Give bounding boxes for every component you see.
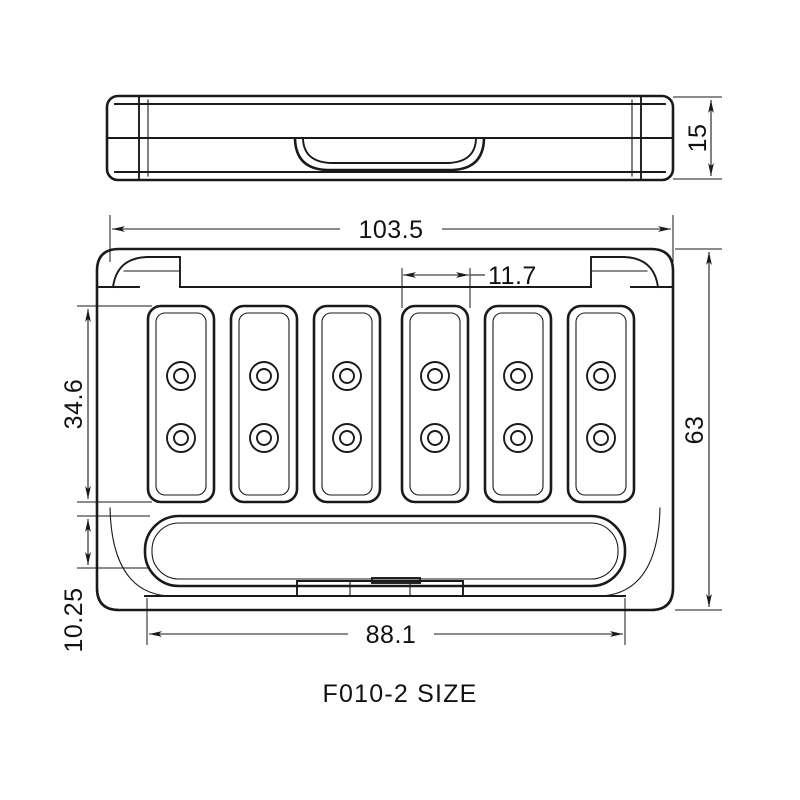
dimension-34-6-label: 34.6 (60, 379, 88, 430)
compartment-4-outline (400, 304, 470, 504)
compartment-group (146, 304, 636, 504)
top-plan-view (95, 247, 675, 612)
dimension-34-6: 34.6 (60, 305, 152, 503)
dimension-15-label: 15 (684, 124, 712, 153)
compartment-1 (146, 304, 216, 504)
dimension-88-1-label: 88.1 (366, 621, 417, 649)
bottom-tab-nub (371, 577, 421, 584)
compartment-6-outline (566, 304, 636, 504)
dimension-11-7-label: 11.7 (488, 262, 537, 290)
compartment-3-inner (321, 312, 373, 496)
compartment-5 (483, 304, 553, 504)
compartment-1-inner (155, 312, 207, 496)
dimension-10-25-label: 10.25 (60, 587, 88, 652)
side-elevation-view (105, 94, 675, 182)
compartment-3-outline (312, 304, 382, 504)
compartment-4 (400, 304, 470, 504)
handle-trough (143, 514, 627, 588)
compartment-5-outline (483, 304, 553, 504)
compartment-1-outline (146, 304, 216, 504)
plan-notch-left (111, 256, 181, 289)
compartment-4-grommet-bottom-inner (427, 430, 443, 446)
compartment-6-inner (575, 312, 627, 496)
compartment-6 (566, 304, 636, 504)
dimension-88-1: 88.1 (146, 598, 626, 649)
plan-notch-right (590, 256, 660, 289)
compartment-5-grommet-top-inner (510, 368, 526, 384)
drawing-title: F010-2 SIZE (323, 680, 478, 708)
compartment-3-grommet-bottom-inner (339, 430, 355, 446)
dimension-103-5: 103.5 (109, 215, 674, 262)
compartment-2-outline (229, 304, 299, 504)
side-handle-recess-inner (302, 138, 477, 164)
side-handle-recess-outer (293, 137, 486, 172)
compartment-4-grommet-top-inner (427, 368, 443, 384)
compartment-6-grommet-bottom-inner (593, 430, 609, 446)
dimension-103-5-label: 103.5 (358, 216, 423, 244)
compartment-2-inner (238, 312, 290, 496)
compartment-2 (229, 304, 299, 504)
handle-trough-outline (143, 514, 627, 588)
bottom-tab-outline (296, 580, 464, 597)
dimension-11-7: 11.7 (401, 262, 537, 308)
dimension-15: 15 (673, 96, 722, 180)
plan-corner-relief-right (601, 507, 661, 597)
compartment-3 (312, 304, 382, 504)
compartment-1-grommet-bottom-inner (173, 430, 189, 446)
compartment-5-grommet-bottom-inner (510, 430, 526, 446)
compartment-6-grommet-top-inner (593, 368, 609, 384)
compartment-5-inner (492, 312, 544, 496)
plan-corner-relief-left (109, 507, 169, 597)
compartment-1-grommet-top-inner (173, 368, 189, 384)
bottom-tab-detail (296, 577, 464, 597)
compartment-2-grommet-top-inner (256, 368, 272, 384)
compartment-2-grommet-bottom-inner (256, 430, 272, 446)
dimension-10-25: 10.25 (60, 515, 150, 653)
handle-trough-inner (151, 522, 619, 580)
dimension-63: 63 (675, 248, 722, 611)
compartment-4-inner (409, 312, 461, 496)
compartment-3-grommet-top-inner (339, 368, 355, 384)
dimension-63-label: 63 (681, 416, 709, 445)
